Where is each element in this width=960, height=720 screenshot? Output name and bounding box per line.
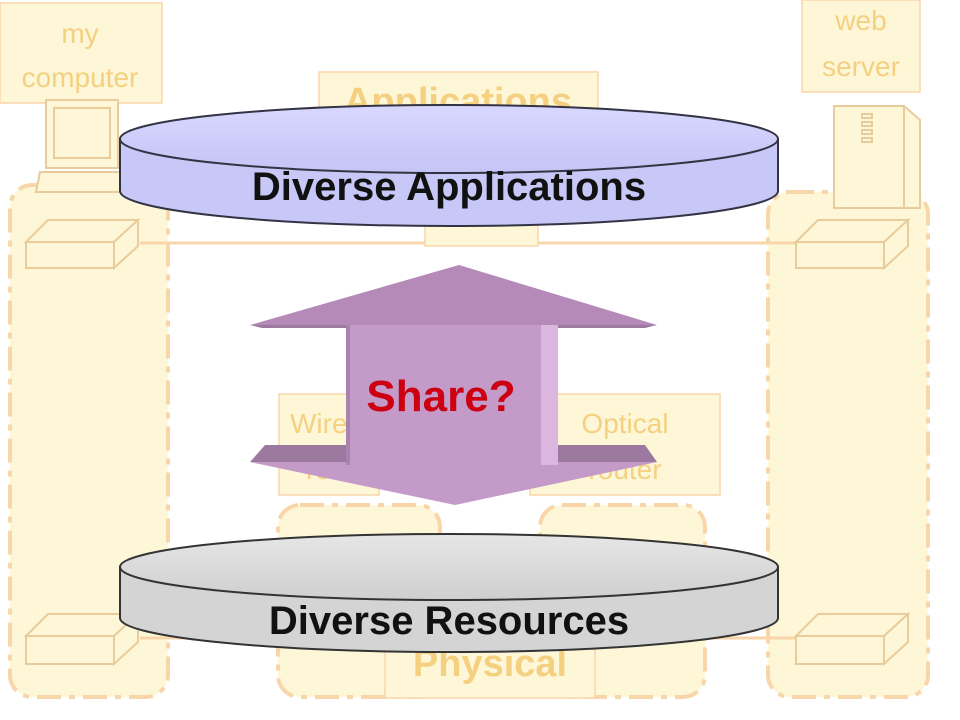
diverse-applications-disk: Diverse Applications (119, 104, 779, 227)
server-icon (833, 105, 921, 209)
right-top-layer-block (793, 217, 911, 271)
share-arrow-down-head (250, 462, 657, 505)
share-arrow-up-head (250, 265, 657, 328)
applications-connector (424, 223, 539, 247)
web-server-label-box (801, 0, 921, 93)
left-bottom-layer-block (23, 611, 141, 667)
share-label: Share? (366, 372, 515, 421)
bottom-disk-top-face (119, 533, 779, 601)
share-arrow: Share? (250, 265, 657, 505)
bottom-disk-label: Diverse Resources (269, 599, 629, 643)
web-server-label-line2: server (822, 51, 900, 82)
top-disk-top-face (119, 104, 779, 174)
wireless-router-label-line1: Wire (290, 408, 348, 439)
diverse-resources-disk: Diverse Resources (119, 533, 779, 653)
my-computer-label-line1: my (61, 18, 98, 49)
left-top-layer-block (23, 217, 141, 271)
web-server-label-line1: web (834, 5, 886, 36)
optical-router-label-line1: Optical (581, 408, 668, 439)
right-bottom-layer-block (793, 611, 911, 667)
share-arrow-shaft (346, 325, 558, 465)
top-disk-label: Diverse Applications (252, 165, 646, 209)
computer-icon (34, 99, 134, 193)
my-computer-label-box (0, 2, 163, 104)
my-computer-label-line2: computer (22, 62, 139, 93)
